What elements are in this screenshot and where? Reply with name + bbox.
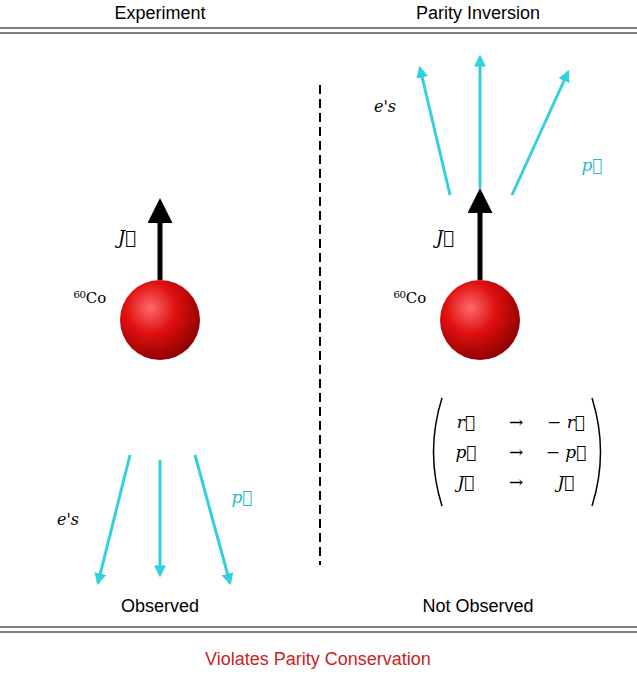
matrix-brackets: [434, 398, 601, 506]
spin-arrow: [478, 193, 483, 280]
matrix-cell: →: [509, 442, 523, 462]
matrix-cell: →: [509, 472, 523, 492]
matrix-cell: r⃗: [457, 412, 475, 432]
nucleus-label: ⁶⁰Co: [394, 289, 427, 307]
electron-label: e's: [374, 97, 396, 116]
electron-arrows: [98, 57, 568, 583]
matrix-cell: p⃗: [455, 442, 476, 462]
caption: Violates Parity Conservation: [205, 649, 431, 671]
spin-label: J⃗: [436, 227, 454, 249]
momentum-label: p⃗: [581, 155, 602, 175]
matrix-cell: − p⃗: [546, 442, 587, 462]
spin-label: J⃗: [118, 227, 136, 249]
rules: [0, 28, 637, 632]
matrix-cell: − r⃗: [547, 412, 585, 432]
electron-label: e's: [57, 510, 79, 529]
nucleus-label: ⁶⁰Co: [74, 289, 107, 307]
matrix-cell: →: [509, 412, 523, 432]
status-label: Observed: [121, 596, 199, 618]
mirror-line: [319, 85, 321, 565]
column-heading: Parity Inversion: [416, 3, 540, 25]
status-label: Not Observed: [422, 596, 533, 618]
matrix-cell: J⃗: [457, 472, 474, 492]
momentum-label: p⃗: [231, 487, 252, 507]
matrix-cell: J⃗: [557, 472, 574, 492]
nucleus: [440, 280, 520, 360]
column-heading: Experiment: [114, 3, 205, 25]
spin-arrow: [158, 203, 163, 280]
nucleus: [120, 280, 200, 360]
